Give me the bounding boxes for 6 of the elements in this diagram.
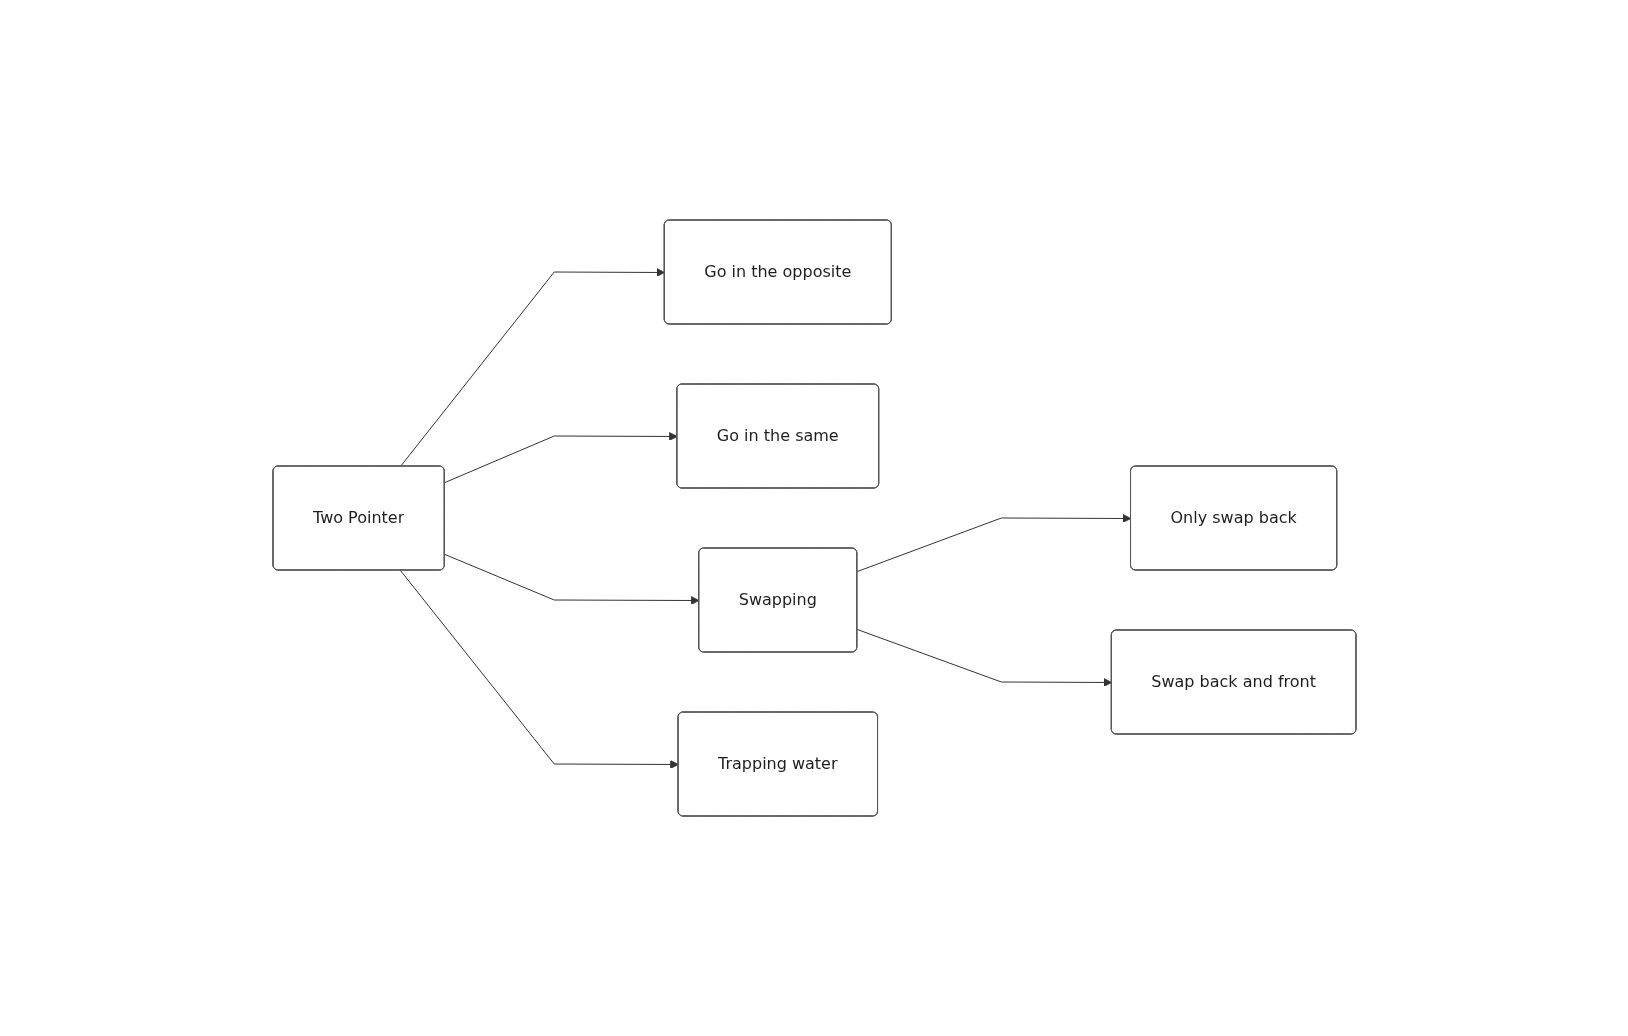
arrow [399, 570, 679, 769]
arrow [443, 553, 700, 605]
arrow [856, 514, 1131, 572]
arrow [443, 432, 678, 484]
arrow [399, 268, 665, 467]
arrow [856, 629, 1112, 687]
